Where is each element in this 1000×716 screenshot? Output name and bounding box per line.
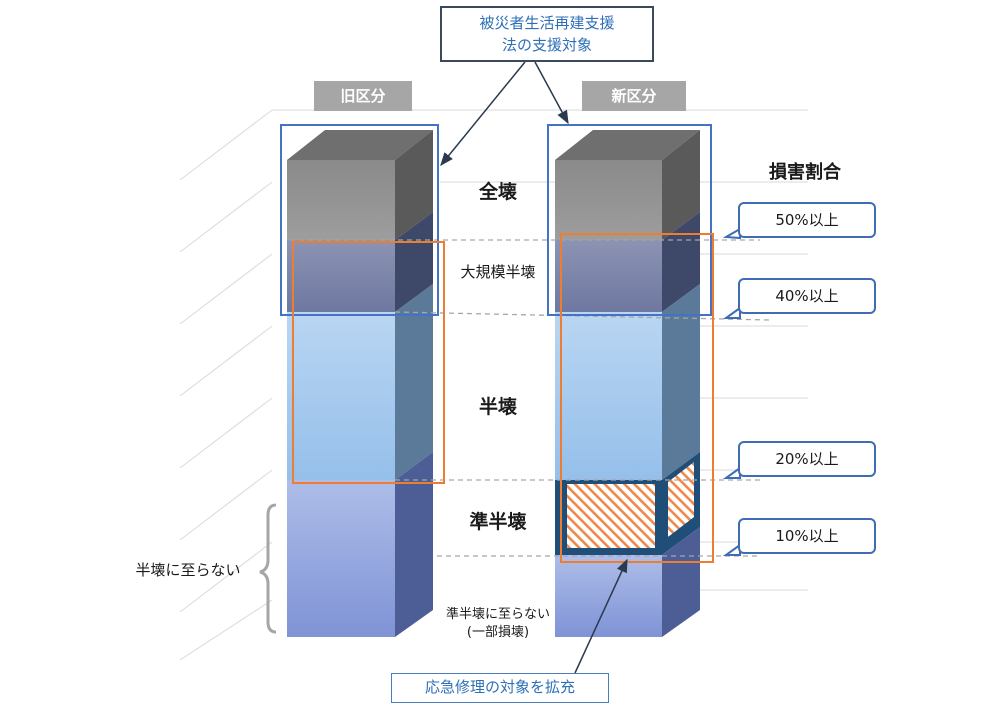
- new-top-face: [555, 130, 700, 160]
- ratio-box-50: 50%以上: [738, 202, 876, 238]
- new-semi-half-hatch-front: [567, 484, 655, 548]
- new-segment-not-semi-half: [555, 555, 662, 637]
- new-side-half: [662, 284, 700, 480]
- new-segment-large-half: [555, 240, 662, 312]
- ratio-box-20: 20%以上: [738, 441, 876, 477]
- old-side-half: [395, 284, 433, 480]
- label-not-half: 半壊に至らない: [135, 561, 241, 579]
- new-semi-half-hatch-side: [668, 462, 694, 537]
- old-support-target-outline: [280, 124, 439, 316]
- old-emergency-repair-outline: [292, 241, 445, 484]
- new-side-full: [662, 130, 700, 240]
- support-target-line-1: 被災者生活再建支援: [479, 14, 615, 32]
- label-large-half: 大規模半壊: [460, 263, 536, 281]
- damage-ratio-title: 損害割合: [769, 162, 841, 183]
- old-division-tag: 旧区分: [314, 81, 412, 111]
- old-segment-not-half: [287, 480, 395, 637]
- arrow-to-old-column: [440, 61, 526, 167]
- label-half: 半壊: [478, 396, 517, 418]
- old-segment-full: [287, 160, 395, 240]
- new-division-tag: 新区分: [582, 81, 686, 111]
- new-segment-full: [555, 160, 662, 240]
- support-target-line-2: 法の支援対象: [501, 36, 592, 54]
- old-side-large-half: [395, 212, 433, 312]
- background-guide-lines: [179, 109, 808, 661]
- ratio-callout-pointers: [722, 227, 741, 556]
- old-side-full: [395, 130, 433, 240]
- emergency-repair-callout: 応急修理の対象を拡充: [391, 673, 609, 703]
- ratio-box-10: 10%以上: [738, 518, 876, 554]
- old-side-not-half: [395, 452, 433, 637]
- new-support-target-outline: [547, 124, 712, 316]
- old-top-face: [287, 130, 433, 160]
- ratio-box-40: 40%以上: [738, 278, 876, 314]
- label-semi-half: 準半壊: [469, 511, 527, 533]
- arrow-to-new-column: [534, 61, 569, 125]
- new-column: [555, 130, 700, 637]
- new-side-not-semi-half: [662, 527, 700, 637]
- old-segment-large-half: [287, 240, 395, 312]
- arrow-to-semi-half: [574, 558, 628, 674]
- new-segment-half: [555, 312, 662, 480]
- label-not-semi-half-line-2: (一部損壊): [466, 625, 530, 640]
- label-full-destroy: 全壊: [478, 181, 517, 203]
- threshold-dashed-lines: [290, 239, 771, 557]
- old-segment-half: [287, 312, 395, 480]
- label-not-semi-half-line-1: 準半壊に至らない: [445, 607, 550, 622]
- left-brace: [259, 503, 277, 634]
- support-target-callout: 被災者生活再建支援 法の支援対象: [440, 6, 654, 62]
- old-column: [287, 130, 433, 637]
- new-side-large-half: [662, 212, 700, 312]
- new-emergency-repair-outline: [560, 233, 714, 563]
